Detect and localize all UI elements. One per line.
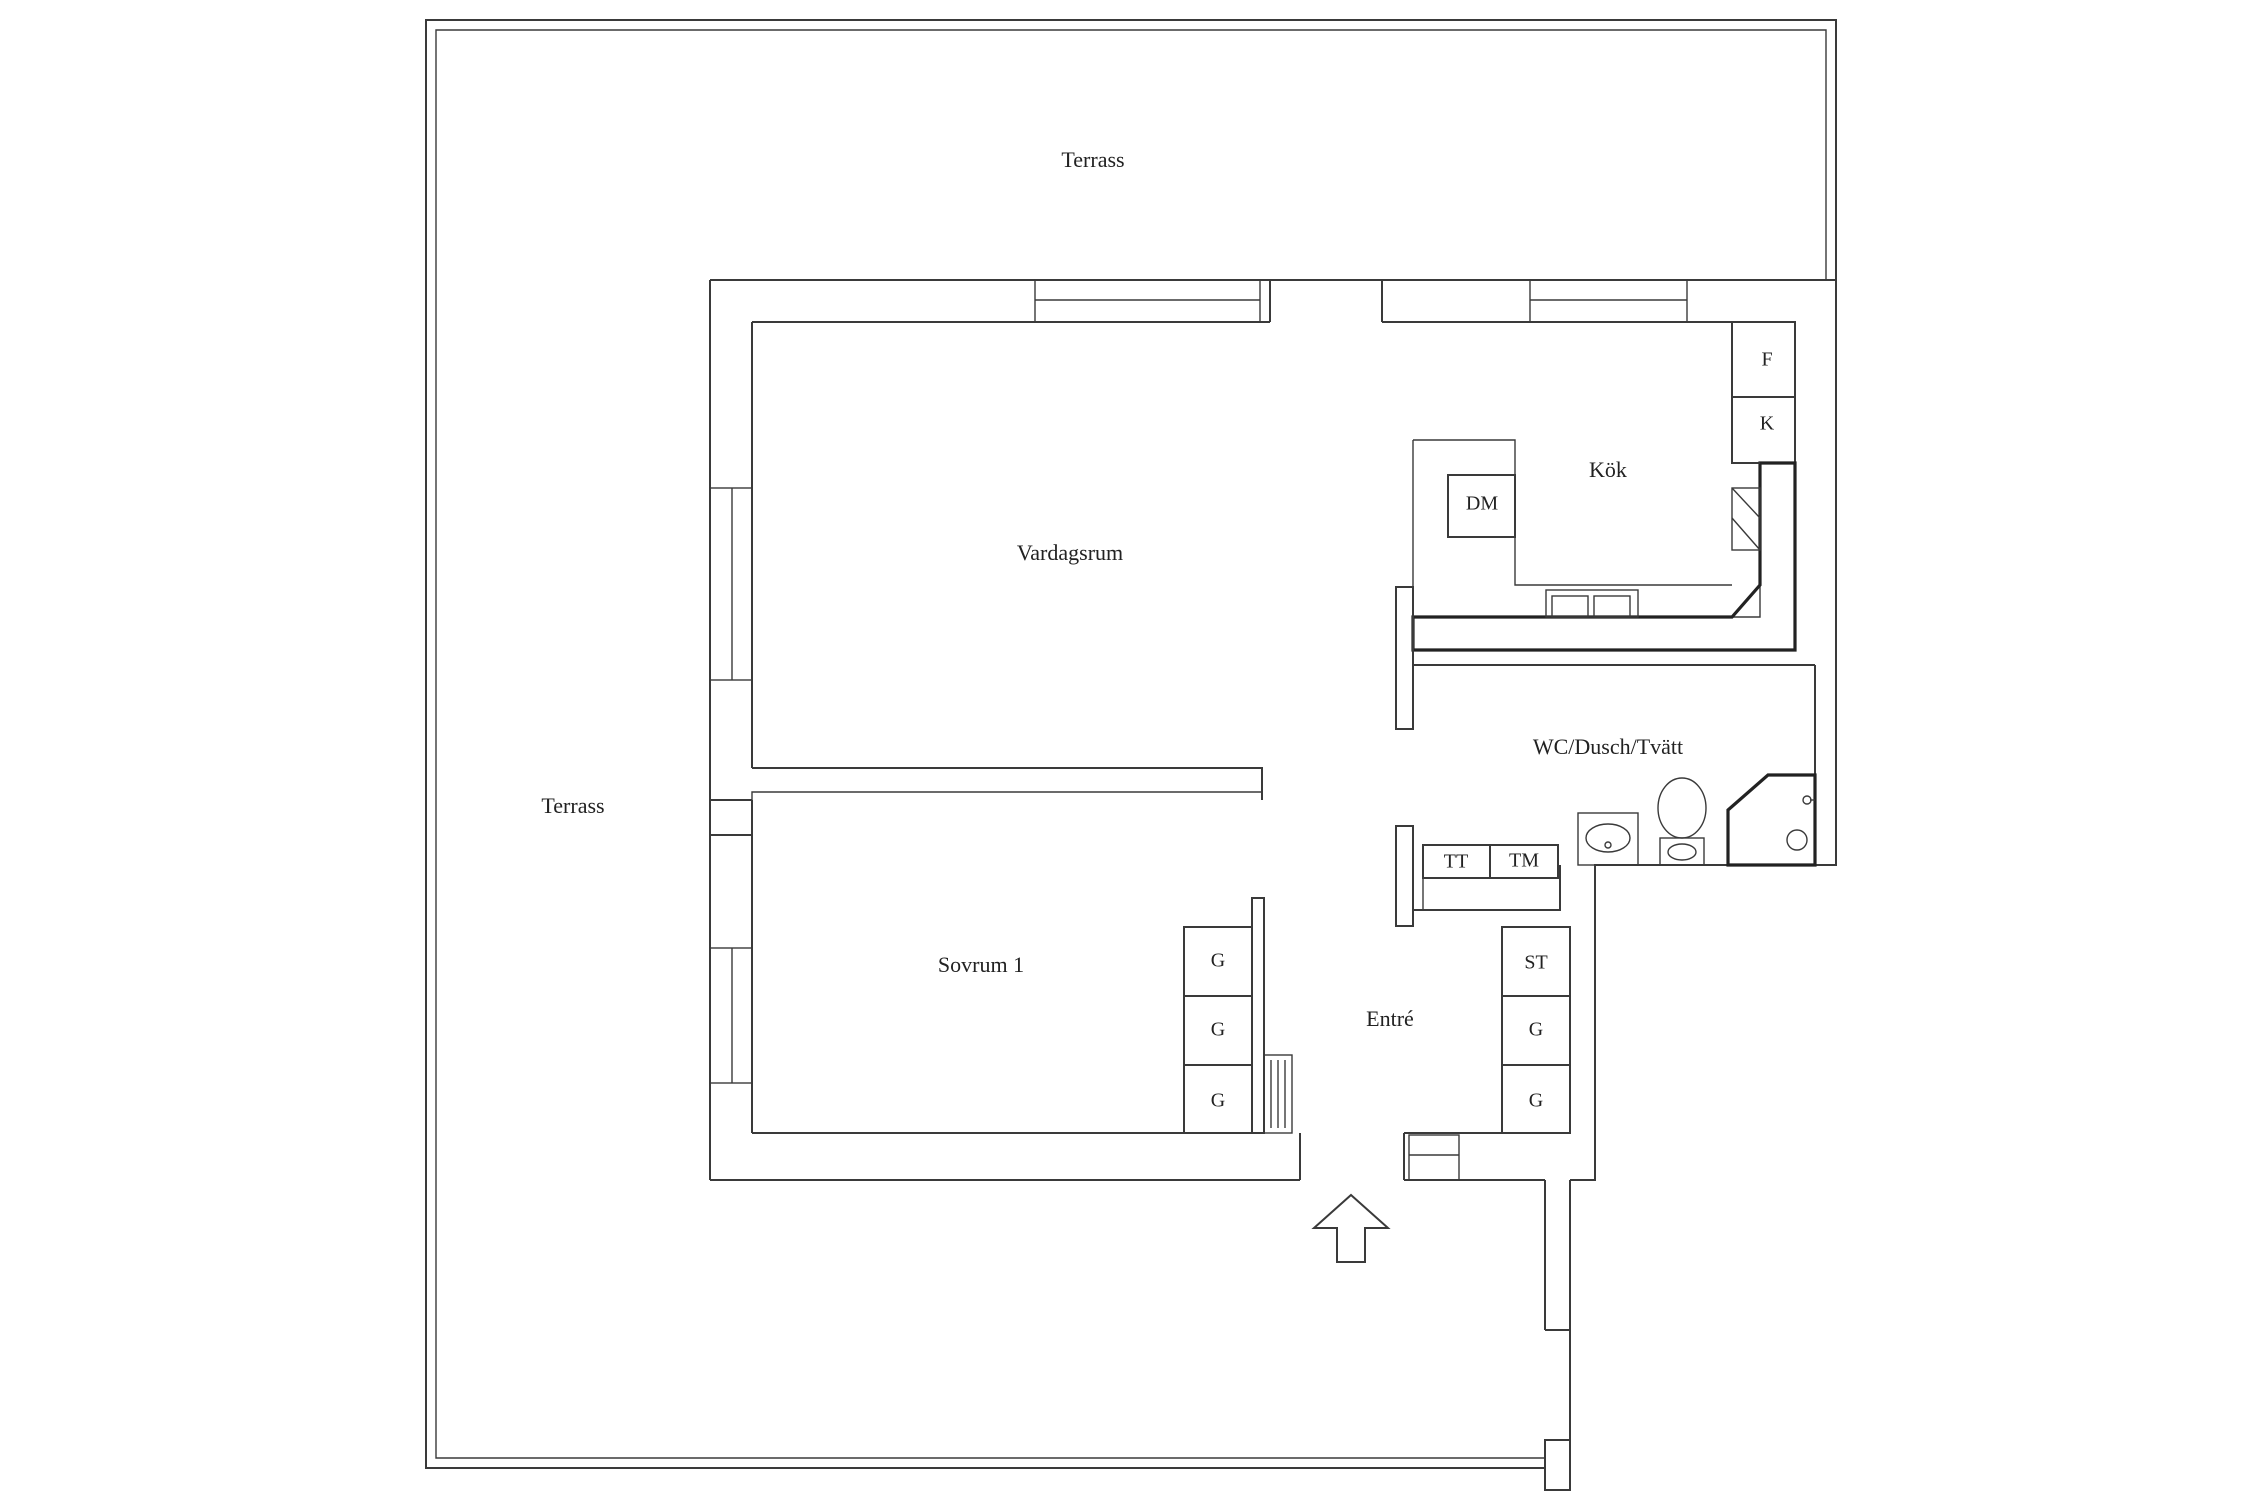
dishwasher	[1447, 474, 1516, 538]
radiator	[1263, 1054, 1293, 1134]
fridge-label: F	[1761, 349, 1772, 371]
living-room-label: Vardagsrum	[1017, 540, 1123, 565]
kitchen-sink	[1545, 589, 1639, 618]
wardrobe-label: G	[1211, 950, 1225, 972]
bathroom-sink	[1577, 812, 1639, 866]
washer-label: TM	[1509, 850, 1539, 872]
wardrobe-label: G	[1211, 1090, 1225, 1112]
wardrobe-label: G	[1529, 1090, 1543, 1112]
terrace-top-label: Terrass	[1061, 147, 1124, 172]
windows	[709, 279, 1688, 1181]
exterior-walls	[709, 279, 1837, 1490]
shower	[1726, 773, 1817, 867]
stove	[1731, 487, 1761, 551]
kitchen-area	[1395, 321, 1797, 730]
entrance-label: Entré	[1366, 1006, 1414, 1031]
bedroom-label: Sovrum 1	[938, 952, 1024, 977]
entrance-closets	[1501, 926, 1571, 1134]
closet-label: ST	[1524, 952, 1547, 974]
bedroom-wardrobes	[1183, 897, 1265, 1134]
wardrobe-label: G	[1211, 1019, 1225, 1041]
terrace-left-label: Terrass	[541, 793, 604, 818]
toilet	[1657, 777, 1707, 839]
dryer-label: TT	[1444, 851, 1468, 873]
freezer-label: K	[1760, 413, 1775, 435]
wardrobe-label: G	[1529, 1019, 1543, 1041]
bathroom-area	[1395, 664, 1817, 927]
bathroom-label: WC/Dusch/Tvätt	[1533, 734, 1683, 759]
entrance-arrow-icon	[1311, 1193, 1391, 1263]
dishwasher-label: DM	[1466, 493, 1498, 515]
washer	[1489, 844, 1559, 879]
kitchen-label: Kök	[1589, 457, 1627, 482]
